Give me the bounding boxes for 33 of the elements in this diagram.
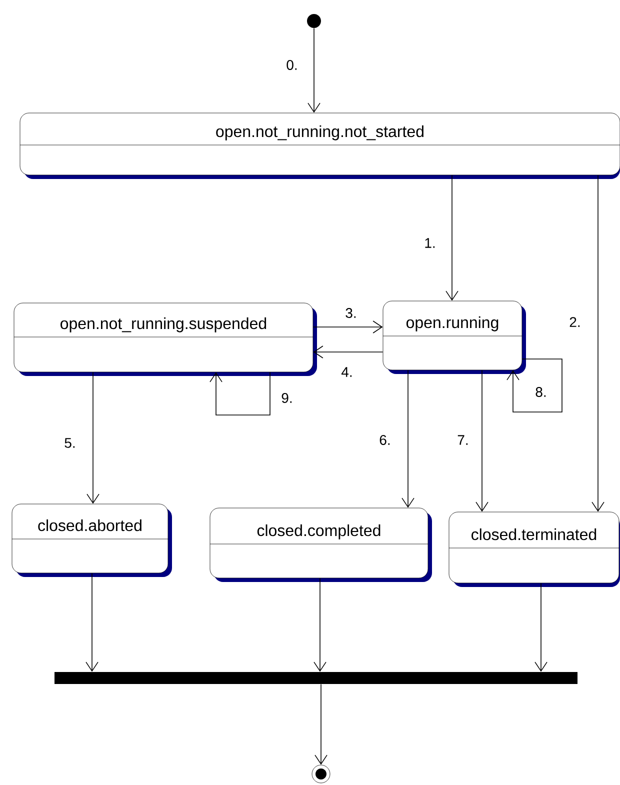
edge-label: 0. [285, 59, 299, 71]
arrow [506, 358, 562, 412]
state-box: closed.aborted [12, 504, 172, 577]
edge-label: 8. [534, 386, 548, 398]
arrow [314, 684, 328, 765]
state-box: open.not_running.suspended [14, 302, 317, 376]
arrow [446, 174, 458, 301]
state-box: closed.completed [210, 508, 432, 582]
final-state-symbol [312, 764, 330, 784]
arrow [86, 572, 98, 672]
initial-state-dot [307, 14, 321, 28]
edge-label: 4. [340, 366, 354, 378]
join-bar [54, 672, 578, 684]
state-box: open.running [382, 300, 526, 374]
arrow [312, 320, 383, 334]
arrow [402, 370, 414, 508]
state-box: open.not_running.not_started [20, 112, 620, 179]
state-box: closed.terminated [448, 512, 620, 587]
arrow [210, 372, 270, 416]
edge-label: 5. [63, 437, 77, 449]
arrow [86, 372, 100, 504]
edge-label: 2. [568, 316, 582, 328]
edge-label: 3. [344, 307, 358, 319]
arrow [313, 346, 384, 358]
arrow [534, 582, 548, 672]
arrow [592, 174, 604, 512]
edge-label: 9. [280, 392, 294, 404]
arrow [308, 28, 320, 113]
edge-label: 6. [378, 434, 392, 446]
edge-label: 1. [423, 237, 437, 249]
edge-label: 7. [456, 434, 470, 446]
arrow [476, 370, 488, 512]
arrow [314, 578, 326, 672]
